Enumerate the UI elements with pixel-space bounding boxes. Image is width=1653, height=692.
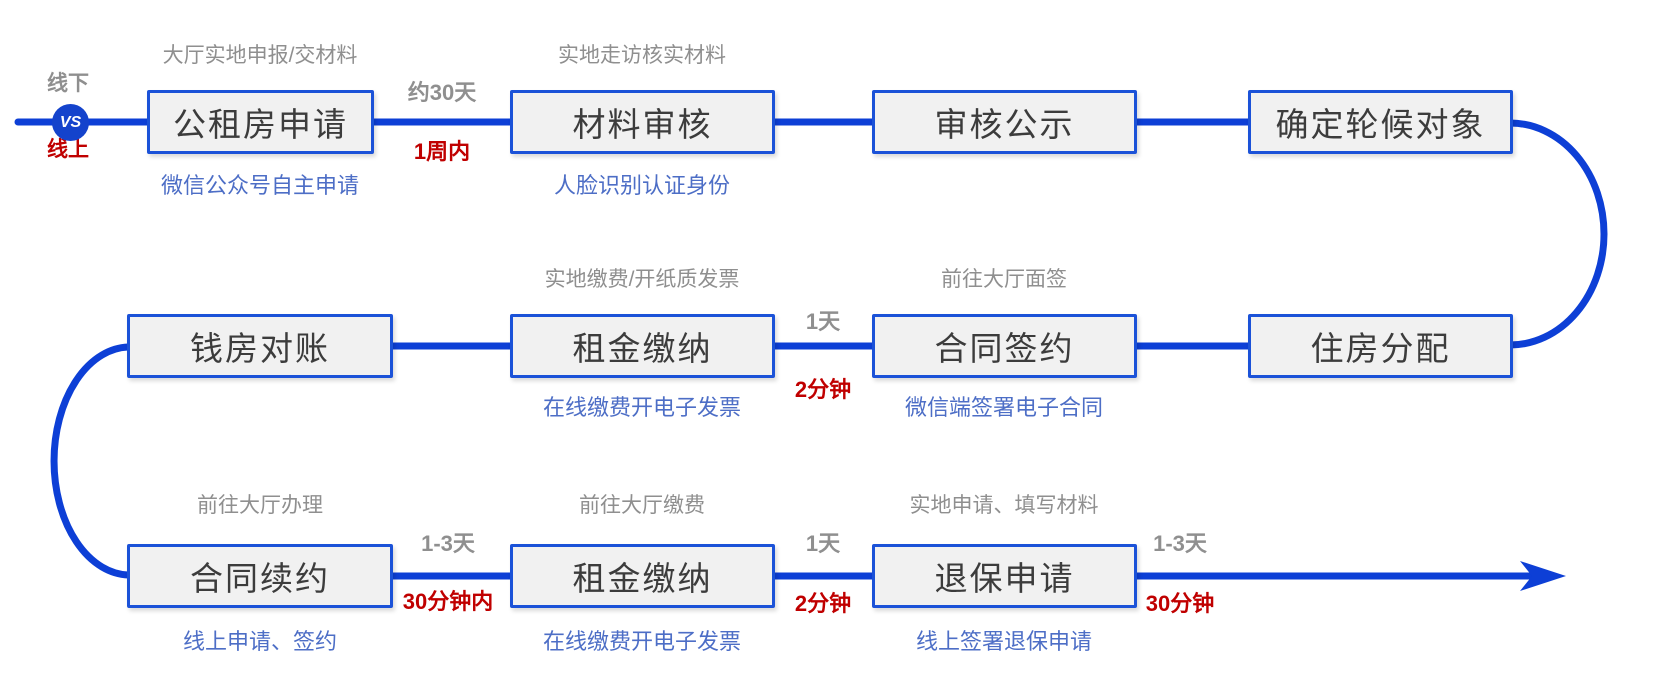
time-apply-review-offline: 约30天 — [407, 80, 477, 105]
node-housing-allocation: 住房分配 — [1248, 314, 1513, 378]
node-confirm-waitlist: 确定轮候对象 — [1248, 90, 1513, 154]
time-renew-rent-offline: 1-3天 — [421, 531, 475, 556]
node-review-publicity: 审核公示 — [872, 90, 1137, 154]
review-online-note: 人脸识别认证身份 — [553, 173, 731, 198]
start-online-label: 线上 — [47, 138, 89, 161]
renew-online-note: 线上申请、签约 — [182, 629, 338, 654]
rent-mid-online-note: 在线缴费开电子发票 — [542, 395, 742, 420]
node-contract-sign: 合同签约 — [872, 314, 1137, 378]
time-refund-end-online: 30分钟 — [1145, 591, 1215, 616]
sign-offline-note: 前往大厅面签 — [941, 268, 1067, 291]
node-rent-payment-bottom: 租金缴纳 — [510, 544, 775, 608]
apply-online-note: 微信公众号自主申请 — [160, 173, 360, 198]
time-rent-refund-offline: 1天 — [805, 531, 841, 556]
rent-bottom-offline-note: 前往大厅缴费 — [579, 494, 705, 517]
node-rent-payment-mid: 租金缴纳 — [510, 314, 775, 378]
node-material-review: 材料审核 — [510, 90, 775, 154]
time-apply-review-online: 1周内 — [413, 139, 471, 164]
refund-online-note: 线上签署退保申请 — [915, 629, 1093, 654]
node-deposit-refund-apply: 退保申请 — [872, 544, 1137, 608]
arrowhead-icon — [1520, 561, 1566, 591]
node-public-rental-apply: 公租房申请 — [147, 90, 374, 154]
time-rent-refund-online: 2分钟 — [794, 591, 852, 616]
right-uturn-curve — [1506, 119, 1608, 349]
sign-online-note: 微信端签署电子合同 — [904, 395, 1104, 420]
refund-offline-note: 实地申请、填写材料 — [909, 494, 1099, 517]
apply-offline-note: 大厅实地申报/交材料 — [162, 44, 358, 67]
vs-badge: VS — [52, 104, 89, 141]
time-refund-end-offline: 1-3天 — [1153, 531, 1207, 556]
rent-mid-offline-note: 实地缴费/开纸质发票 — [544, 268, 740, 291]
renew-offline-note: 前往大厅办理 — [197, 494, 323, 517]
left-uturn-curve — [50, 343, 134, 579]
node-money-housing-reconcile: 钱房对账 — [127, 314, 393, 378]
review-offline-note: 实地走访核实材料 — [558, 44, 726, 67]
time-renew-rent-online: 30分钟内 — [402, 589, 494, 614]
time-sign-rent-online: 2分钟 — [794, 377, 852, 402]
start-offline-label: 线下 — [47, 72, 89, 95]
node-contract-renewal: 合同续约 — [127, 544, 393, 608]
time-sign-rent-offline: 1天 — [805, 309, 841, 334]
rent-bottom-online-note: 在线缴费开电子发票 — [542, 629, 742, 654]
